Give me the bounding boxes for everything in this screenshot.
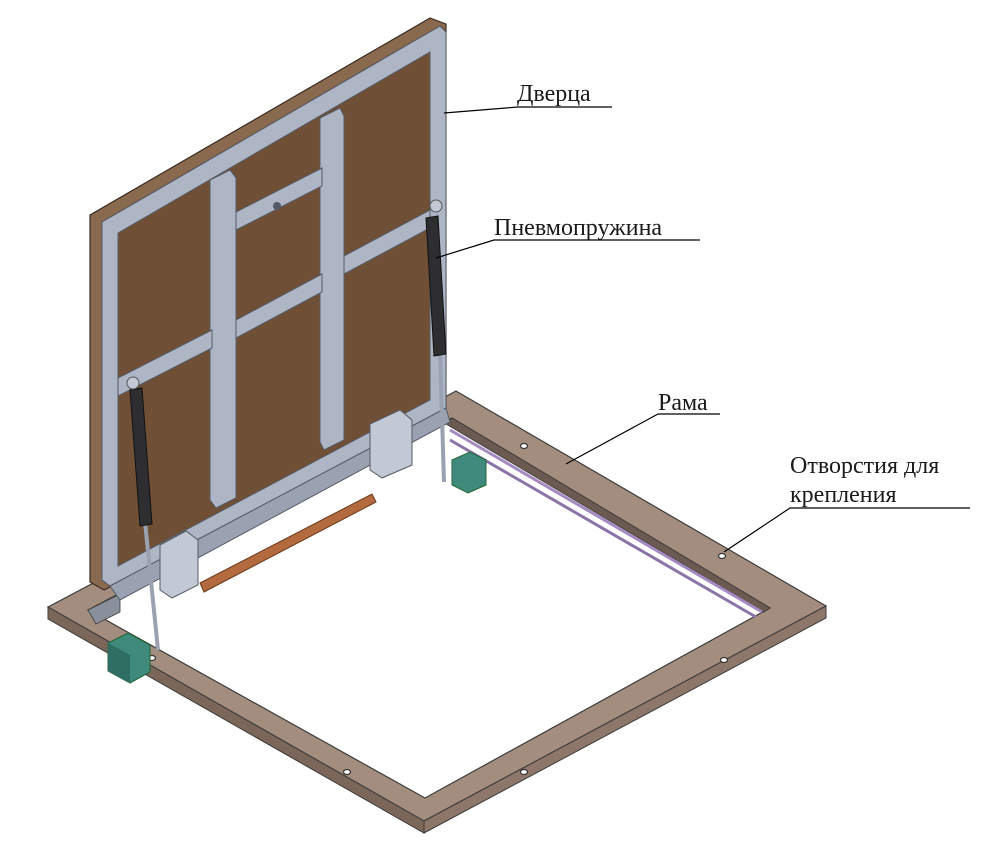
gas-spring-body (425, 215, 447, 357)
leader-door (443, 106, 612, 114)
label-holes-line1: Отворстия для (790, 453, 939, 479)
door-stiffener-horizontal (235, 167, 323, 231)
mounting-hole (342, 768, 352, 776)
leader-lines (435, 106, 970, 553)
leader-gas-spring (435, 239, 700, 259)
door (89, 17, 451, 601)
door-stiffener-horizontal (117, 329, 213, 397)
mounting-hole (717, 552, 727, 560)
label-holes-line2: крепления (790, 482, 897, 508)
mounting-hole (519, 442, 529, 450)
leader-holes (723, 507, 970, 553)
frame-rail (449, 438, 757, 619)
door-stiffener-horizontal (235, 273, 323, 339)
hinge-block-left-face (108, 643, 130, 683)
mounting-hole (719, 656, 729, 664)
frame-right-edge (423, 605, 827, 834)
gas-spring-rod (143, 521, 160, 651)
door-bolt (273, 202, 281, 210)
frame-inner-wall-left (87, 593, 121, 625)
label-gas-spring: Пневмопружина (494, 215, 662, 241)
gas-spring-mount (429, 199, 443, 213)
gas-spring-mount (126, 376, 140, 390)
label-door: Дверца (517, 81, 591, 107)
leader-frame (565, 413, 720, 465)
door-handle (199, 493, 377, 593)
label-frame: Рама (658, 390, 708, 416)
hinge-block-right (451, 451, 487, 494)
hinge-blocks (107, 451, 487, 684)
frame-front-edge (47, 606, 425, 834)
frame-rail (449, 428, 763, 614)
hinge-bracket (159, 530, 199, 599)
gas-spring-rod (438, 351, 446, 483)
door-stiffener-vertical (209, 169, 237, 509)
gas-springs (126, 199, 447, 651)
frame-inner-channel (445, 417, 771, 613)
gas-spring-body (129, 387, 153, 527)
hinge-bracket (369, 409, 413, 479)
mounting-hole (519, 768, 529, 776)
door-stiffener-vertical (319, 107, 345, 451)
